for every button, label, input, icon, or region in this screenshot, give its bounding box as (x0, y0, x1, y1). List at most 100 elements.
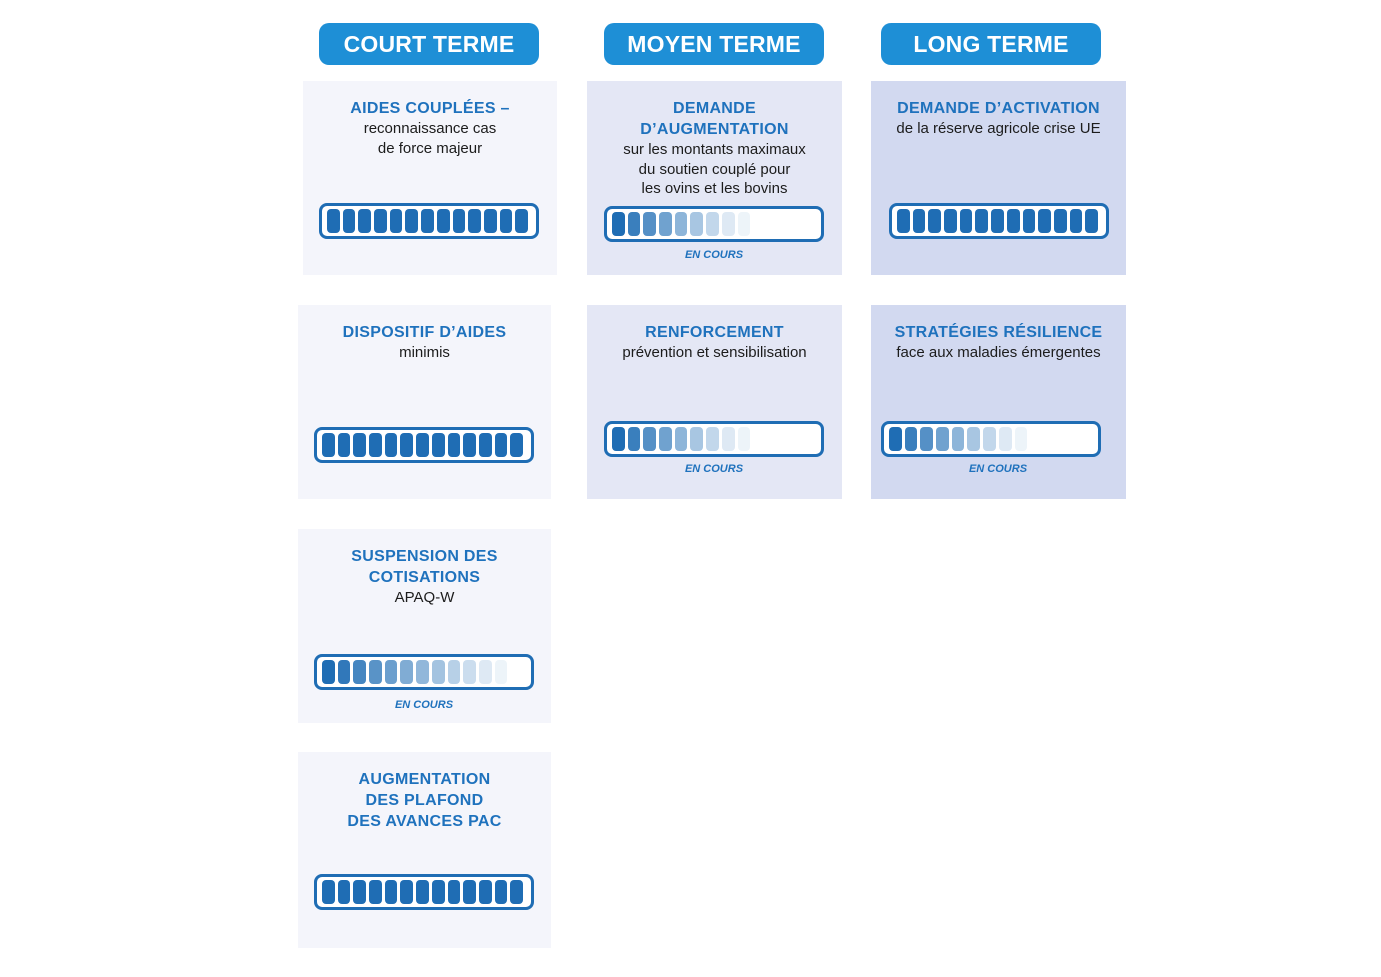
progress-segment (975, 209, 989, 233)
progress-segment (904, 427, 918, 451)
progress-segment (991, 209, 1004, 233)
progress-bar (889, 203, 1109, 239)
progress-bar (314, 874, 534, 910)
progress-segment (447, 433, 461, 457)
progress-segment (369, 433, 382, 457)
card-title: SUSPENSION DES COTISATIONS (351, 548, 498, 586)
card-strategies-resilience: STRATÉGIES RÉSILIENCE face aux maladies … (871, 305, 1126, 499)
card-subtitle: de la réserve agricole crise UE (896, 120, 1101, 137)
progress-segment (337, 660, 351, 684)
progress-segment (897, 209, 910, 233)
card-subtitle: face aux maladies émergentes (896, 344, 1101, 361)
progress-segment (737, 212, 751, 236)
progress-segment (374, 209, 387, 233)
progress-segment (353, 433, 367, 457)
progress-segment (369, 660, 382, 684)
progress-segment (737, 427, 751, 451)
progress-segment (400, 880, 414, 904)
progress-segment (463, 433, 476, 457)
progress-segment (353, 880, 367, 904)
progress-segment (358, 209, 372, 233)
card-title: AIDES COUPLÉES – (350, 100, 510, 117)
progress-segment (494, 880, 508, 904)
progress-segment (1085, 209, 1098, 233)
progress-segment (342, 209, 356, 233)
progress-bar (314, 654, 534, 690)
card-title: RENFORCEMENT (645, 324, 784, 341)
progress-bar (604, 206, 824, 242)
card-aides-couplees: AIDES COUPLÉES – reconnaissance cas de f… (303, 81, 557, 275)
progress-segment (483, 209, 497, 233)
header-court-terme: COURT TERME (319, 23, 539, 65)
progress-segment (468, 209, 481, 233)
card-title: STRATÉGIES RÉSILIENCE (894, 324, 1103, 341)
progress-segment (643, 212, 657, 236)
progress-segment (384, 660, 398, 684)
progress-bar (881, 421, 1101, 457)
progress-segment (515, 209, 528, 233)
progress-segment (967, 427, 981, 451)
progress-segment (478, 660, 492, 684)
card-title: DEMANDE D’AUGMENTATION (640, 100, 789, 138)
card-suspension-cotisations: SUSPENSION DES COTISATIONS APAQ-W EN COU… (298, 529, 551, 723)
progress-segment (674, 427, 688, 451)
progress-segment (944, 209, 957, 233)
progress-segment (510, 880, 523, 904)
progress-segment (643, 427, 657, 451)
progress-segment (1022, 209, 1036, 233)
progress-segment (510, 433, 523, 457)
progress-segment (337, 880, 351, 904)
progress-segment (421, 209, 434, 233)
card-subtitle: minimis (399, 344, 450, 361)
card-title: DEMANDE D’ACTIVATION (897, 100, 1100, 117)
progress-segment (478, 880, 492, 904)
progress-segment (322, 660, 335, 684)
progress-segment (431, 660, 445, 684)
card-subtitle: sur les montants maximaux du soutien cou… (623, 141, 806, 197)
progress-segment (959, 209, 973, 233)
progress-segment (478, 433, 492, 457)
progress-segment (405, 209, 419, 233)
progress-segment (612, 212, 625, 236)
progress-segment (416, 660, 429, 684)
card-subtitle: reconnaissance cas de force majeur (363, 120, 497, 157)
progress-segment (416, 433, 429, 457)
progress-segment (690, 427, 704, 451)
progress-segment (384, 880, 398, 904)
progress-segment (690, 212, 704, 236)
progress-segment (369, 880, 382, 904)
card-renforcement: RENFORCEMENT prévention et sensibilisati… (587, 305, 842, 499)
progress-segment (659, 212, 672, 236)
card-subtitle: APAQ-W (394, 589, 455, 606)
progress-segment (951, 427, 965, 451)
card-subtitle: prévention et sensibilisation (622, 344, 807, 361)
progress-segment (920, 427, 934, 451)
status-label: EN COURS (394, 699, 454, 711)
progress-segment (1006, 209, 1020, 233)
progress-segment (389, 209, 403, 233)
card-dispositif-aides: DISPOSITIF D’AIDES minimis (298, 305, 551, 499)
progress-segment (674, 212, 688, 236)
progress-segment (400, 433, 414, 457)
progress-segment (322, 880, 335, 904)
progress-segment (721, 212, 735, 236)
progress-segment (928, 209, 942, 233)
progress-segment (452, 209, 466, 233)
progress-segment (983, 427, 996, 451)
progress-segment (998, 427, 1012, 451)
header-long-terme: LONG TERME (881, 23, 1101, 65)
progress-segment (659, 427, 672, 451)
progress-segment (1053, 209, 1067, 233)
card-demande-augmentation: DEMANDE D’AUGMENTATION sur les montants … (587, 81, 842, 275)
progress-segment (431, 880, 445, 904)
status-label: EN COURS (968, 463, 1028, 475)
card-demande-activation: DEMANDE D’ACTIVATION de la réserve agric… (871, 81, 1126, 275)
progress-bar (314, 427, 534, 463)
progress-segment (912, 209, 926, 233)
progress-segment (463, 660, 476, 684)
card-title: DISPOSITIF D’AIDES (342, 324, 507, 341)
progress-segment (327, 209, 340, 233)
status-label: EN COURS (684, 249, 744, 261)
progress-segment (400, 660, 414, 684)
status-label: EN COURS (684, 463, 744, 475)
